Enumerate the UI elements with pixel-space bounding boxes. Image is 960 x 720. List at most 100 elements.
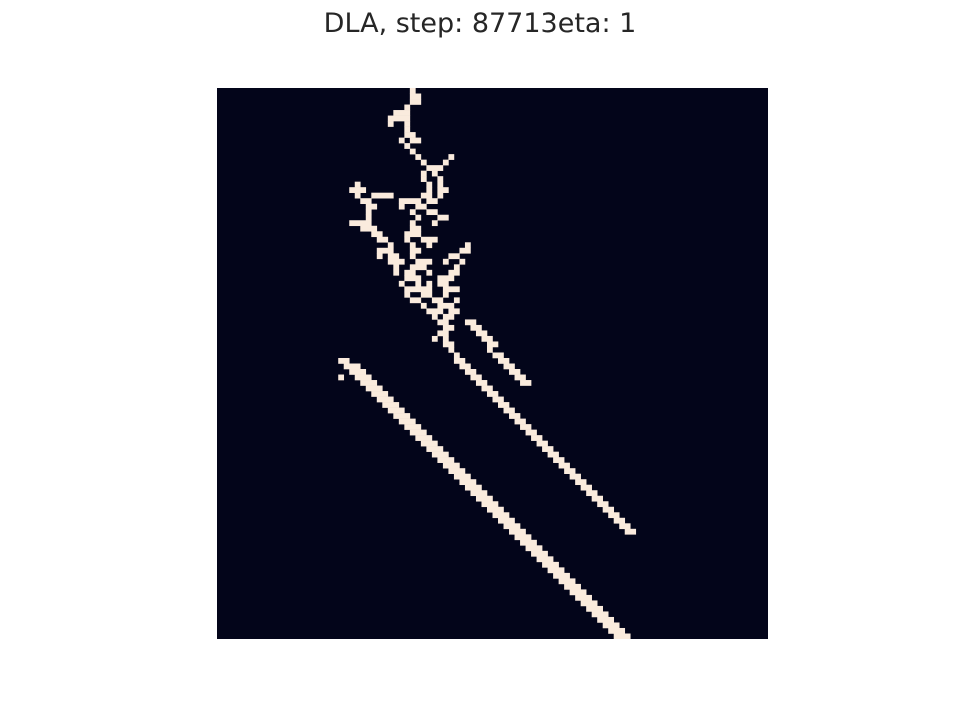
particle-cell: [613, 633, 631, 639]
particle-cell: [365, 203, 378, 210]
particle-cell: [464, 319, 477, 326]
particle-cell: [393, 110, 411, 116]
particle-cell: [547, 451, 559, 458]
particle-cell: [591, 495, 603, 502]
particle-cell: [459, 363, 471, 370]
particle-cell: [398, 203, 405, 210]
particle-cell: [354, 374, 372, 381]
particle-cell: [398, 418, 416, 425]
particle-cell: [415, 435, 433, 441]
particle-cell: [591, 611, 609, 618]
particle-cell: [442, 159, 449, 166]
particle-cell: [404, 104, 411, 111]
particle-cell: [553, 572, 570, 579]
particle-cell: [426, 280, 433, 287]
particle-cell: [365, 209, 372, 216]
particle-cell: [464, 242, 471, 249]
particle-cell: [431, 335, 438, 342]
particle-cell: [420, 159, 427, 166]
particle-cell: [404, 236, 411, 243]
particle-cell: [338, 374, 345, 381]
particle-cell: [536, 556, 554, 563]
particle-cell: [619, 523, 631, 530]
particle-cell: [365, 385, 383, 392]
particle-cell: [486, 341, 499, 348]
particle-cell: [404, 231, 422, 238]
chart-title: DLA, step: 87713eta: 1: [323, 8, 637, 39]
particle-cell: [514, 374, 526, 381]
particle-cell: [404, 291, 411, 298]
particle-cell: [371, 231, 383, 238]
particle-cell: [420, 192, 433, 199]
particle-cell: [442, 324, 455, 331]
particle-cell: [464, 484, 482, 491]
particle-cell: [376, 396, 394, 403]
particle-cell: [360, 198, 372, 205]
particle-cell: [553, 457, 565, 463]
particle-cell: [448, 154, 455, 160]
particle-cell: [453, 357, 466, 364]
particle-cell: [453, 297, 460, 304]
particle-cell: [453, 264, 460, 271]
particle-cell: [393, 269, 400, 276]
particle-cell: [525, 429, 537, 436]
particle-cell: [558, 462, 570, 469]
particle-cell: [608, 627, 626, 634]
particle-cell: [514, 534, 532, 541]
particle-cell: [509, 413, 521, 419]
particle-cell: [426, 181, 433, 188]
particle-cell: [382, 402, 400, 408]
particle-cell: [393, 264, 400, 271]
particle-cell: [520, 424, 532, 430]
particle-cell: [531, 435, 543, 441]
particle-cell: [415, 154, 422, 160]
particle-cell: [420, 236, 438, 243]
particle-cell: [426, 209, 438, 216]
particle-cell: [426, 242, 433, 249]
particle-cell: [409, 88, 416, 94]
particle-cell: [575, 479, 587, 486]
particle-cell: [597, 501, 609, 508]
particle-cell: [437, 275, 455, 282]
particle-cell: [470, 374, 482, 381]
particle-cell: [420, 291, 433, 298]
particle-cell: [520, 539, 537, 546]
particle-cell: [431, 313, 438, 320]
particle-cell: [437, 187, 449, 193]
particle-cell: [393, 413, 411, 419]
particle-cell: [409, 429, 427, 436]
particle-cell: [387, 258, 405, 265]
particle-cell: [409, 209, 416, 216]
particle-cell: [426, 187, 433, 193]
dla-heatmap: [217, 88, 768, 639]
particle-cell: [437, 214, 449, 221]
particle-cell: [498, 517, 515, 524]
particle-cell: [503, 407, 515, 414]
particle-cell: [437, 176, 444, 182]
particle-cell: [492, 396, 504, 403]
particle-cell: [442, 258, 449, 265]
particle-cell: [371, 391, 389, 397]
particle-cell: [509, 528, 526, 535]
particle-cell: [409, 242, 416, 249]
particle-cell: [564, 583, 581, 590]
particle-cell: [470, 490, 488, 497]
particle-cell: [486, 506, 504, 513]
particle-cell: [420, 170, 427, 177]
particle-cell: [486, 346, 493, 353]
particle-cell: [580, 484, 592, 491]
particle-cell: [409, 297, 422, 304]
particle-cell: [597, 616, 615, 623]
particle-cell: [481, 385, 493, 392]
particle-cell: [360, 380, 378, 386]
particle-cell: [343, 363, 361, 370]
particle-cell: [404, 269, 416, 276]
particle-cell: [459, 247, 471, 254]
particle-cell: [404, 275, 422, 282]
particle-cell: [569, 589, 587, 596]
particle-cell: [514, 418, 526, 425]
particle-cell: [387, 407, 405, 414]
particle-cell: [437, 457, 455, 463]
particle-cell: [365, 214, 372, 221]
particle-cell: [448, 308, 460, 315]
